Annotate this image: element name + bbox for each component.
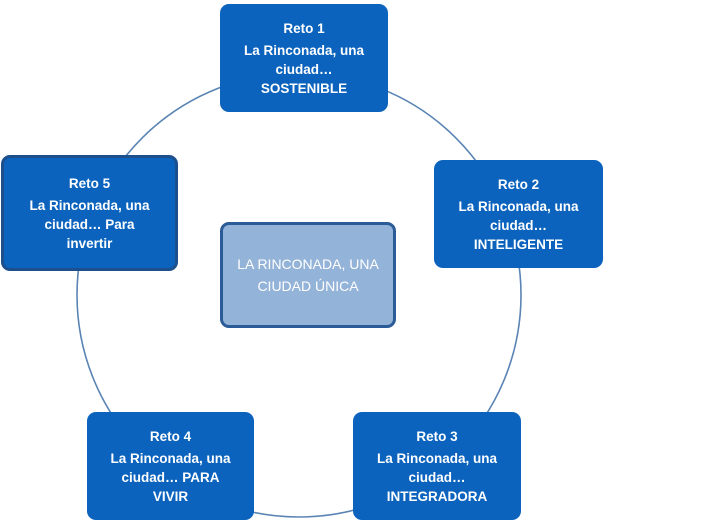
reto-4-subtitle: La Rinconada, una ciudad… PARA bbox=[110, 450, 231, 485]
reto-3-title: Reto 3 bbox=[416, 428, 458, 444]
reto-3-value: INTEGRADORA bbox=[386, 488, 488, 504]
reto-5-title: Reto 5 bbox=[68, 175, 111, 191]
reto-3-subtitle: La Rinconada, una ciudad… bbox=[376, 450, 498, 485]
reto-5-subtitle: La Rinconada, una ciudad… Para bbox=[29, 197, 150, 232]
reto-4-title: Reto 4 bbox=[149, 428, 192, 444]
center-node-text: LA RINCONADA, UNA CIUDAD ÚNICA bbox=[237, 256, 379, 294]
reto-4-value: VIVIR bbox=[152, 488, 189, 504]
reto-2-value: INTELIGENTE bbox=[473, 236, 564, 252]
reto-1-node: Reto 1 La Rinconada, una ciudad… SOSTENI… bbox=[220, 4, 388, 112]
reto-4-node: Reto 4 La Rinconada, una ciudad… PARA VI… bbox=[87, 412, 254, 520]
reto-2-title: Reto 2 bbox=[497, 176, 540, 192]
reto-5-node: Reto 5 La Rinconada, una ciudad… Para in… bbox=[1, 155, 178, 271]
reto-1-title: Reto 1 bbox=[283, 20, 325, 36]
reto-2-subtitle: La Rinconada, una ciudad… bbox=[458, 198, 579, 233]
reto-1-value: SOSTENIBLE bbox=[260, 80, 348, 96]
reto-1-subtitle: La Rinconada, una ciudad… bbox=[243, 42, 365, 77]
reto-2-node: Reto 2 La Rinconada, una ciudad… INTELIG… bbox=[434, 160, 603, 268]
reto-3-node: Reto 3 La Rinconada, una ciudad… INTEGRA… bbox=[353, 412, 521, 520]
reto-5-value: invertir bbox=[66, 235, 113, 251]
center-node: LA RINCONADA, UNA CIUDAD ÚNICA bbox=[220, 222, 396, 328]
